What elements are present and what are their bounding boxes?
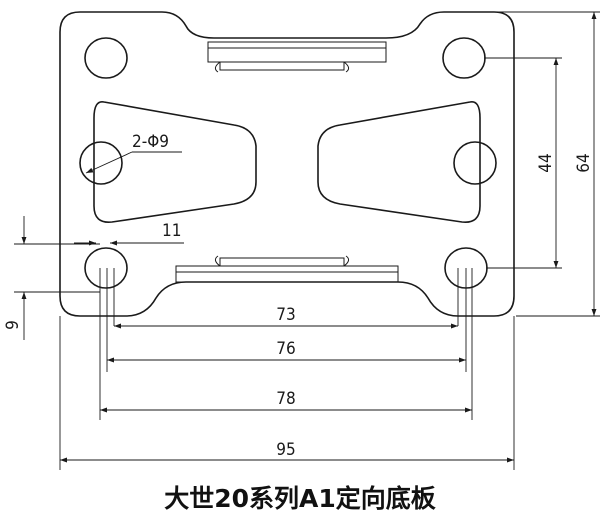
plate-outline [59, 11, 515, 317]
bottom-bracket [175, 255, 399, 283]
right-cutout [317, 101, 481, 223]
dim-label-78: 78 [276, 389, 295, 409]
extension-lines [14, 11, 600, 470]
dim-label-44: 44 [536, 153, 556, 172]
dim-label-95: 95 [276, 440, 295, 460]
dim-label-73: 73 [276, 305, 295, 325]
drawing-caption: 大世20系列A1定向底板 [164, 484, 436, 513]
slot-hole-right [453, 141, 497, 185]
mounting-hole-top-left [84, 37, 128, 79]
left-cutout [93, 101, 257, 223]
top-bracket [207, 41, 387, 73]
dim-label-11: 11 [162, 221, 181, 241]
dim-label-hole-callout: 2-Φ9 [132, 132, 169, 152]
dim-label-64: 64 [574, 153, 594, 172]
mounting-hole-bottom-left [84, 247, 128, 289]
slot-hole-left [79, 141, 123, 185]
mounting-hole-top-right [442, 37, 486, 79]
dim-label-9: 9 [3, 320, 23, 330]
dim-label-76: 76 [276, 339, 295, 359]
hole-callout-leader [85, 151, 182, 174]
